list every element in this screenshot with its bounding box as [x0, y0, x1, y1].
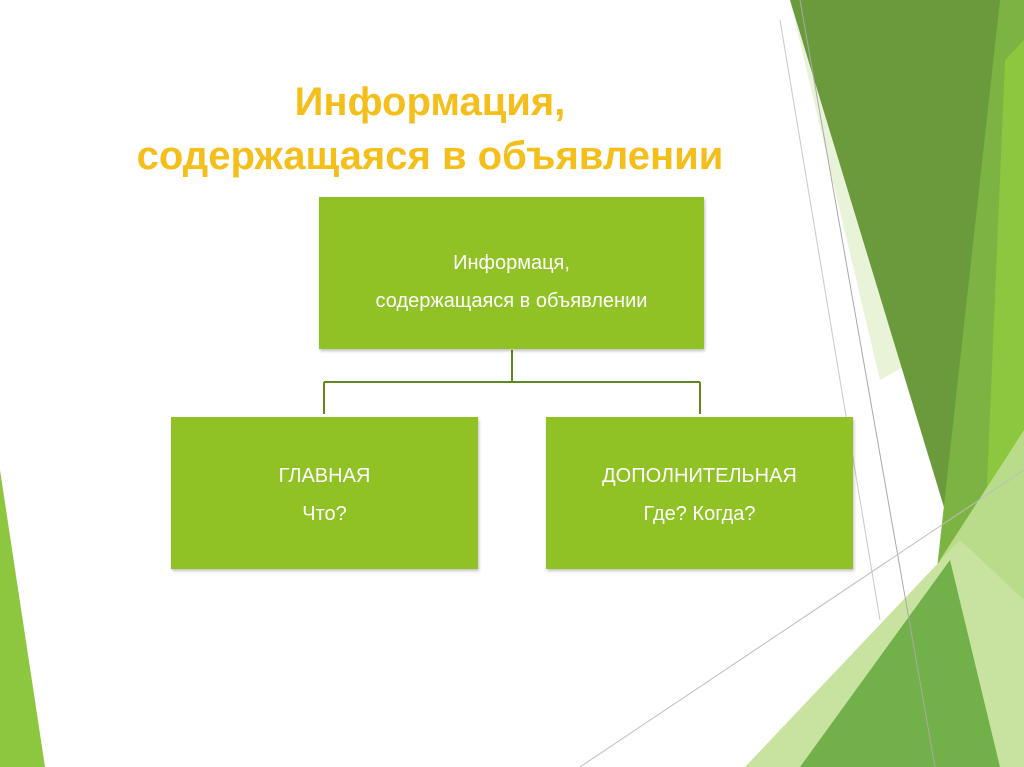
main-node-line-1: ГЛАВНАЯ: [278, 465, 371, 487]
additional-node-line-1: ДОПОЛНИТЕЛЬНАЯ: [602, 465, 797, 487]
main-node-line-2: Что?: [302, 503, 347, 525]
bottom-shape-green: [800, 560, 1000, 767]
root-node-line-1: Информаця,: [453, 252, 570, 274]
diagram-node-additional: ДОПОЛНИТЕЛЬНАЯ Где? Когда?: [546, 417, 853, 569]
additional-node-line-2: Где? Когда?: [643, 503, 756, 525]
diagram-node-main: ГЛАВНАЯ Что?: [171, 417, 478, 569]
root-node-line-2: содержащаяся в объявлении: [375, 290, 648, 312]
diagram-root-node: Информаця, содержащаяся в объявлении: [319, 197, 704, 349]
accent-line-2: [779, 19, 881, 621]
left-edge-shape: [0, 470, 45, 767]
right-shape-dark: [790, 0, 1005, 560]
page-title-line-2: содержащаяся в объявлении: [136, 134, 724, 178]
accent-line-1: [799, 0, 936, 767]
page-title-line-1: Информация,: [294, 80, 566, 124]
accent-line-3: [579, 469, 1024, 767]
